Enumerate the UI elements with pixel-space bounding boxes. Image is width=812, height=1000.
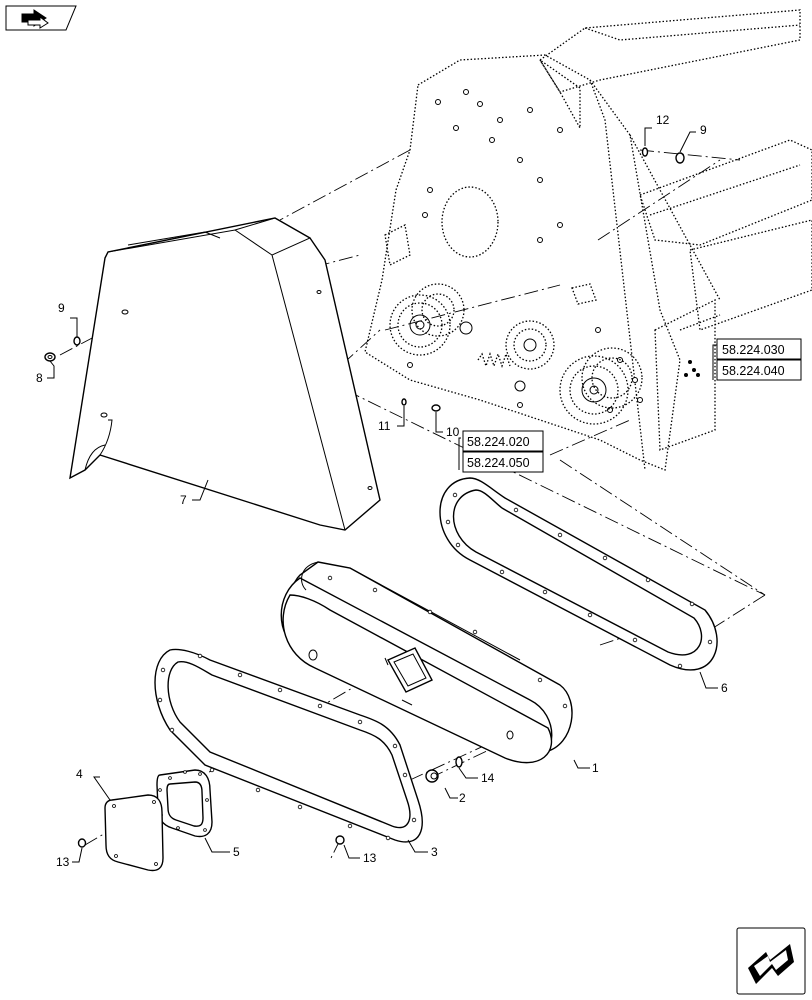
callout-10: 10 (446, 425, 460, 439)
callout-8: 8 (36, 371, 43, 385)
next-page-icon[interactable] (736, 927, 806, 995)
part-7-shield[interactable] (69, 217, 381, 531)
svg-text:58.224.030: 58.224.030 (722, 343, 785, 357)
callout-7: 7 (180, 493, 187, 507)
part-14-washer[interactable] (455, 756, 463, 768)
part-6-gasket[interactable] (439, 477, 718, 671)
part-5-small-gasket[interactable] (156, 769, 213, 838)
part-3-gasket[interactable] (154, 648, 423, 843)
previous-page-icon[interactable] (5, 5, 77, 31)
leader-lines (47, 127, 718, 863)
ref-box-58-224-030[interactable]: 58.224.030 (716, 338, 802, 360)
part-4-cover-plate[interactable] (104, 794, 164, 872)
ref-box-58-224-050[interactable]: 58.224.050 (462, 451, 544, 473)
frame-housing (364, 9, 812, 471)
callout-12: 12 (656, 113, 670, 127)
ref-box-58-224-020[interactable]: 58.224.020 (462, 430, 544, 452)
callout-5: 5 (233, 845, 240, 859)
callout-3: 3 (431, 845, 438, 859)
callout-14: 14 (481, 771, 495, 785)
svg-text:58.224.040: 58.224.040 (722, 364, 785, 378)
sprockets (389, 283, 643, 425)
callout-9-left: 9 (58, 301, 65, 315)
callout-6: 6 (721, 681, 728, 695)
callout-labels: 1 2 3 4 5 6 7 8 9 9 10 11 12 13 13 14 (36, 113, 728, 869)
part-1-housing[interactable] (280, 561, 573, 764)
svg-text:58.224.020: 58.224.020 (467, 435, 530, 449)
callout-1: 1 (592, 761, 599, 775)
ref-box-58-224-040[interactable]: 58.224.040 (716, 359, 802, 381)
callout-13-left: 13 (56, 855, 70, 869)
part-8-bolt[interactable] (44, 352, 56, 362)
part-2-plug[interactable] (425, 769, 439, 783)
part-9-12-fasteners[interactable] (641, 147, 685, 164)
callout-2: 2 (459, 791, 466, 805)
part-10-11-fasteners[interactable] (401, 398, 441, 412)
callout-13-right: 13 (363, 851, 377, 865)
svg-text:58.224.050: 58.224.050 (467, 456, 530, 470)
callout-4: 4 (76, 767, 83, 781)
part-13-bolts[interactable] (77, 835, 345, 848)
part-9-washer-left[interactable] (73, 336, 81, 346)
callout-9-right: 9 (700, 123, 707, 137)
callout-11: 11 (378, 419, 391, 433)
